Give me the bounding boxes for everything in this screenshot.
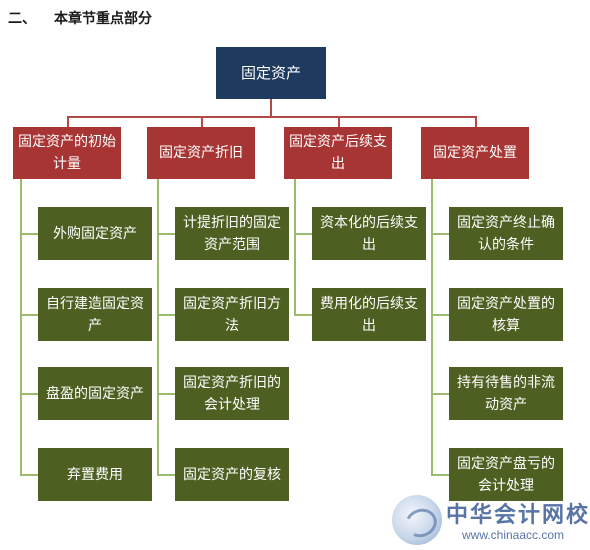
leaf-label: 资本化的后续支出	[320, 214, 418, 253]
leaf-node: 自行建造固定资产	[38, 288, 152, 341]
leaf-node: 外购固定资产	[38, 207, 152, 260]
branch-4-tick-4	[431, 474, 449, 476]
leaf-node: 资本化的后续支出	[312, 207, 426, 260]
leaf-node: 固定资产折旧的会计处理	[175, 367, 289, 420]
branch-2-tick-2	[157, 314, 175, 316]
category-label: 固定资产后续支出	[289, 134, 387, 172]
branch-1-tick-3	[20, 393, 38, 395]
leaf-node: 计提折旧的固定资产范围	[175, 207, 289, 260]
branch-4-tick-2	[431, 314, 449, 316]
leaf-node: 持有待售的非流动资产	[449, 367, 563, 420]
leaf-node: 盘盈的固定资产	[38, 367, 152, 420]
branch-2-tick-1	[157, 233, 175, 235]
branch-1-tick-2	[20, 314, 38, 316]
leaf-label: 自行建造固定资产	[46, 295, 144, 334]
connector-cat-1	[67, 116, 69, 127]
leaf-label: 固定资产盘亏的会计处理	[457, 455, 555, 494]
leaf-label: 固定资产折旧方法	[183, 295, 281, 334]
leaf-node: 固定资产的复核	[175, 448, 289, 501]
category-label: 固定资产的初始计量	[18, 134, 116, 172]
watermark-url: www.chinaacc.com	[462, 528, 565, 542]
connector-root-down	[270, 99, 272, 117]
leaf-label: 持有待售的非流动资产	[457, 374, 555, 413]
leaf-node: 固定资产终止确认的条件	[449, 207, 563, 260]
watermark-name: 中华会计网校	[446, 503, 590, 528]
leaf-label: 计提折旧的固定资产范围	[183, 214, 281, 253]
category-depreciation: 固定资产折旧	[147, 127, 255, 179]
section-number: 二、	[8, 11, 36, 27]
section-title: 本章节重点部分	[54, 11, 152, 27]
connector-horizontal	[67, 116, 477, 118]
branch-1-vertical	[20, 179, 22, 475]
leaf-node: 固定资产盘亏的会计处理	[449, 448, 563, 501]
branch-3-tick-1	[294, 233, 312, 235]
branch-4-tick-3	[431, 393, 449, 395]
leaf-label: 弃置费用	[67, 466, 123, 483]
category-disposal: 固定资产处置	[421, 127, 529, 179]
leaf-label: 固定资产终止确认的条件	[457, 214, 555, 253]
leaf-label: 固定资产的复核	[183, 466, 281, 483]
connector-cat-2	[201, 116, 203, 127]
section-heading: 二、 本章节重点部分	[8, 8, 152, 28]
branch-2-tick-4	[157, 474, 175, 476]
branch-4-vertical	[431, 179, 433, 475]
leaf-node: 固定资产处置的核算	[449, 288, 563, 341]
leaf-label: 费用化的后续支出	[320, 295, 418, 334]
connector-cat-3	[338, 116, 340, 127]
category-initial-measurement: 固定资产的初始计量	[13, 127, 121, 179]
branch-3-vertical	[294, 179, 296, 315]
leaf-label: 固定资产处置的核算	[457, 295, 555, 334]
category-label: 固定资产折旧	[159, 145, 243, 161]
branch-2-tick-3	[157, 393, 175, 395]
branch-1-tick-4	[20, 474, 38, 476]
branch-3-tick-2	[294, 314, 312, 316]
category-label: 固定资产处置	[433, 145, 517, 161]
watermark-logo: 中华会计网校 www.chinaacc.com	[392, 495, 590, 550]
leaf-label: 固定资产折旧的会计处理	[183, 374, 281, 413]
leaf-label: 盘盈的固定资产	[46, 385, 144, 402]
root-node: 固定资产	[216, 47, 326, 99]
branch-2-vertical	[157, 179, 159, 475]
leaf-node: 费用化的后续支出	[312, 288, 426, 341]
leaf-node: 固定资产折旧方法	[175, 288, 289, 341]
category-subsequent-expenditure: 固定资产后续支出	[284, 127, 392, 179]
branch-4-tick-1	[431, 233, 449, 235]
connector-cat-4	[475, 116, 477, 127]
branch-1-tick-1	[20, 233, 38, 235]
leaf-node: 弃置费用	[38, 448, 152, 501]
leaf-label: 外购固定资产	[53, 225, 137, 242]
root-label: 固定资产	[240, 64, 301, 82]
logo-emblem-icon	[392, 495, 442, 545]
